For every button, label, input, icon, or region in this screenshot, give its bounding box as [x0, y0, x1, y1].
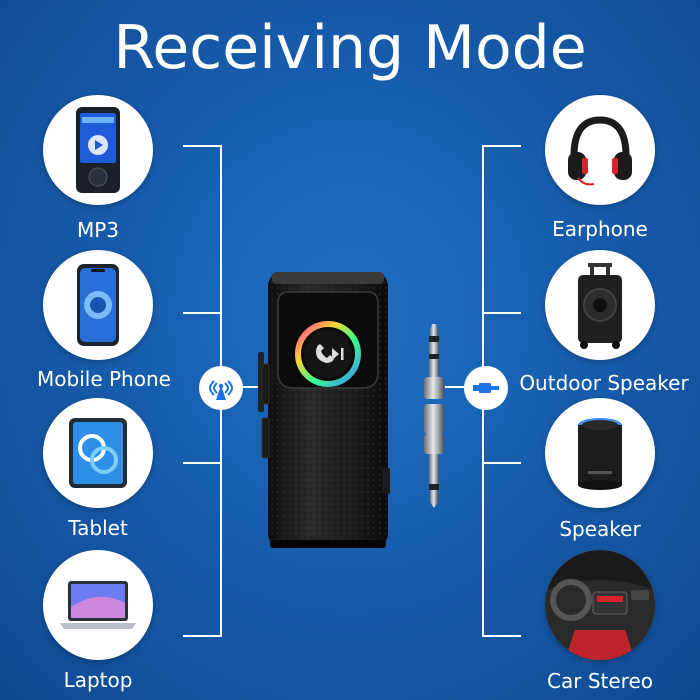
bluetooth-signal-icon: [208, 380, 234, 400]
mobile-phone-label: Mobile Phone: [37, 367, 171, 391]
tablet-label: Tablet: [68, 516, 128, 540]
laptop-device-circle: [43, 550, 153, 660]
outdoor-speaker-label: Outdoor Speaker: [519, 371, 689, 395]
bluetooth-receiver-icon: [258, 272, 390, 548]
laptop-icon: [60, 581, 136, 629]
outdoor-speaker-device-circle: [545, 250, 655, 360]
tablet-icon: [69, 418, 127, 488]
page-title: Receiving Mode: [113, 13, 587, 83]
mobile-phone-device-circle: [43, 250, 153, 360]
outdoor-speaker-icon: [578, 263, 622, 349]
left-connector-branch-2: [183, 312, 221, 314]
headphones-icon: [568, 116, 632, 186]
mp3-device-circle: [43, 95, 153, 205]
right-connector-branch-2: [483, 312, 521, 314]
mp3-label: MP3: [76, 218, 120, 242]
smartphone-icon: [77, 264, 119, 346]
left-connector-branch-1: [183, 145, 221, 147]
laptop-label: Laptop: [63, 668, 133, 692]
left-connector-branch-4: [183, 635, 221, 637]
car-stereo-device-circle: [545, 550, 655, 660]
speaker-device-circle: [545, 398, 655, 508]
car-stereo-label: Car Stereo: [547, 669, 653, 693]
aux-jack-icon: [424, 324, 444, 508]
earphone-device-circle: [545, 95, 655, 205]
right-connector-branch-4: [483, 635, 521, 637]
left-connector-branch-3: [183, 462, 221, 464]
speaker-label: Speaker: [559, 517, 641, 541]
smart-speaker-icon: [578, 418, 622, 490]
aux-cable-icon: [473, 383, 499, 393]
aux-badge: [464, 366, 508, 410]
tablet-device-circle: [43, 398, 153, 508]
right-connector-branch-3: [483, 462, 521, 464]
bluetooth-badge: [199, 366, 243, 410]
earphone-label: Earphone: [552, 217, 648, 241]
right-connector-branch-1: [483, 145, 521, 147]
car-stereo-icon: [545, 550, 655, 660]
mp3-player-icon: [76, 107, 120, 193]
